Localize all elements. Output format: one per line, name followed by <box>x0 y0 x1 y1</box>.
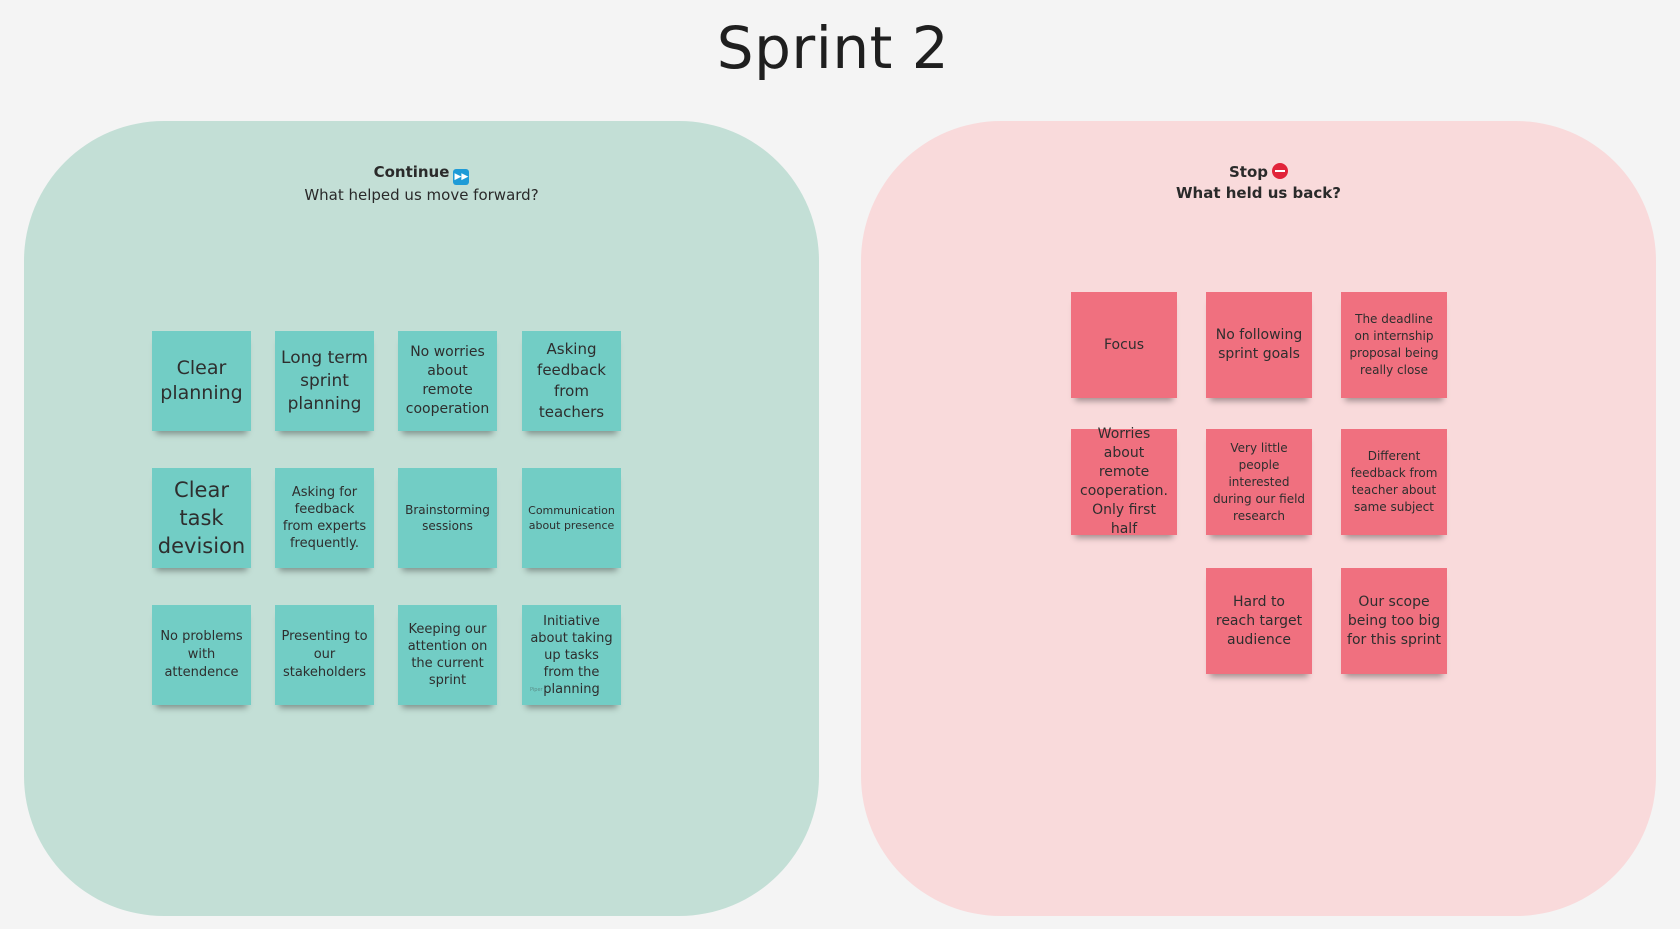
sticky-note[interactable]: Our scope being too big for this sprint <box>1341 568 1447 674</box>
sticky-note[interactable]: No problems with attendence <box>152 605 251 705</box>
sticky-note[interactable]: Focus <box>1071 292 1177 398</box>
no-entry-icon <box>1272 163 1289 179</box>
board-title: Sprint 2 <box>716 14 950 82</box>
sticky-note[interactable]: Presenting to our stakeholders <box>275 605 374 705</box>
sticky-note[interactable]: Keeping our attention on the current spr… <box>398 605 497 705</box>
sticky-note[interactable]: Very little people interested during our… <box>1206 429 1312 535</box>
note-author-tag: Piper <box>530 687 543 693</box>
continue-header: Continue▶▶ What helped us move forward? <box>24 162 819 206</box>
sticky-note[interactable]: Initiative about taking up tasks from th… <box>522 605 621 705</box>
sticky-note[interactable]: No worries about remote cooperation <box>398 331 497 431</box>
sticky-note[interactable]: Communication about presence <box>522 468 621 568</box>
sticky-note[interactable]: Clear planning <box>152 331 251 431</box>
sticky-note[interactable]: Asking feedback from teachers <box>522 331 621 431</box>
sticky-note[interactable]: Worries about remote cooperation. Only f… <box>1071 426 1177 537</box>
fast-forward-icon: ▶▶ <box>453 169 470 185</box>
continue-title: Continue <box>373 163 450 181</box>
sticky-note[interactable]: Long term sprint planning <box>275 331 374 431</box>
stop-header: Stop What held us back? <box>861 162 1656 204</box>
sticky-note[interactable]: Asking for feedback from experts frequen… <box>275 468 374 568</box>
sticky-note[interactable]: Hard to reach target audience <box>1206 568 1312 674</box>
sticky-note[interactable]: No following sprint goals <box>1206 292 1312 398</box>
sticky-note[interactable]: The deadline on internship proposal bein… <box>1341 292 1447 398</box>
sticky-note[interactable]: Different feedback from teacher about sa… <box>1341 429 1447 535</box>
continue-subtitle: What helped us move forward? <box>304 186 539 204</box>
sticky-note[interactable]: Brainstorming sessions <box>398 468 497 568</box>
sticky-note[interactable]: Clear task devision <box>152 468 251 568</box>
stop-subtitle: What held us back? <box>1176 184 1341 202</box>
stop-title: Stop <box>1228 163 1269 181</box>
